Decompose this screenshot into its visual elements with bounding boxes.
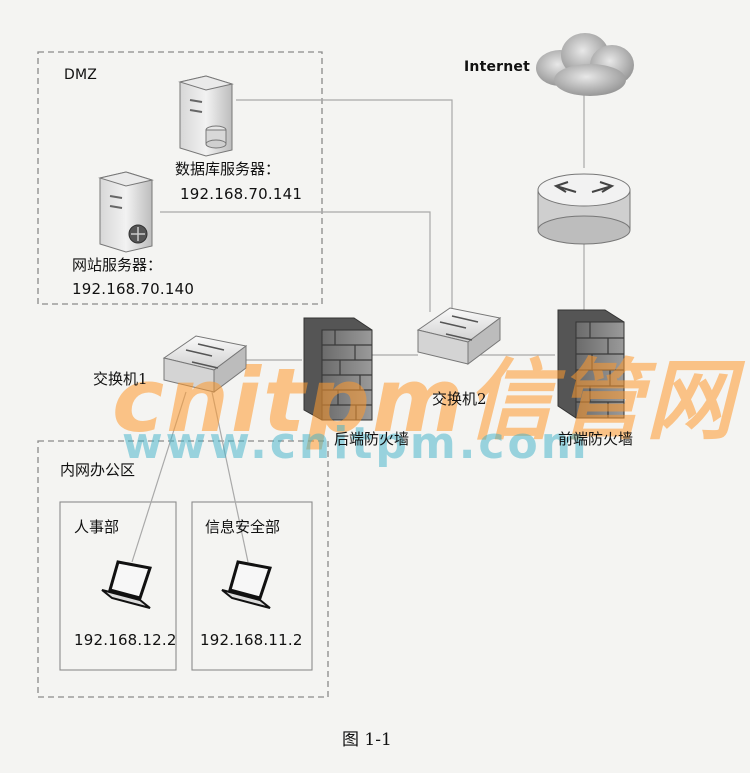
hr-dept-box: [59, 501, 177, 671]
hr-dept-label: 人事部: [74, 518, 120, 536]
link-web-switch2: [160, 211, 431, 312]
internet-cloud-icon: [536, 33, 634, 96]
front-firewall-label: 前端防火墙: [558, 430, 634, 448]
connections: [131, 95, 585, 563]
switch2-icon: [416, 307, 502, 365]
web-server-ip: 192.168.70.140: [72, 280, 195, 298]
back-firewall-label: 后端防火墙: [334, 430, 410, 448]
laptop-hr-icon: [101, 560, 152, 609]
watermark-url: www.cnitpm.com: [122, 418, 590, 469]
intranet-zone: [37, 440, 329, 698]
db-server-ip: 192.168.70.141: [180, 185, 303, 203]
figure-caption: 图 1-1: [342, 730, 392, 750]
laptop-security-icon: [221, 560, 272, 609]
web-server-icon: [98, 171, 154, 253]
link-switch1-sec: [211, 391, 249, 563]
switch2-label: 交换机2: [432, 390, 487, 408]
watermark-brand: cnitpm信管网: [112, 349, 736, 452]
front-firewall-icon: [557, 309, 625, 419]
dmz-zone: [37, 51, 323, 305]
switch1-label: 交换机1: [93, 370, 148, 388]
database-server-icon: [178, 75, 234, 157]
switch1-icon: [162, 335, 248, 393]
link-db-switch2: [236, 99, 453, 312]
internet-label: Internet: [464, 59, 531, 75]
hr-ip: 192.168.12.2: [74, 631, 177, 649]
back-firewall-icon: [303, 317, 373, 421]
security-dept-box: [191, 501, 313, 671]
db-server-label: 数据库服务器：: [175, 160, 281, 178]
intranet-label: 内网办公区: [60, 461, 136, 479]
security-ip: 192.168.11.2: [200, 631, 303, 649]
web-server-label: 网站服务器：: [72, 256, 163, 274]
router-icon: [537, 173, 631, 245]
link-switch1-hr: [131, 391, 187, 563]
dmz-label: DMZ: [64, 67, 98, 83]
security-dept-label: 信息安全部: [205, 518, 281, 536]
